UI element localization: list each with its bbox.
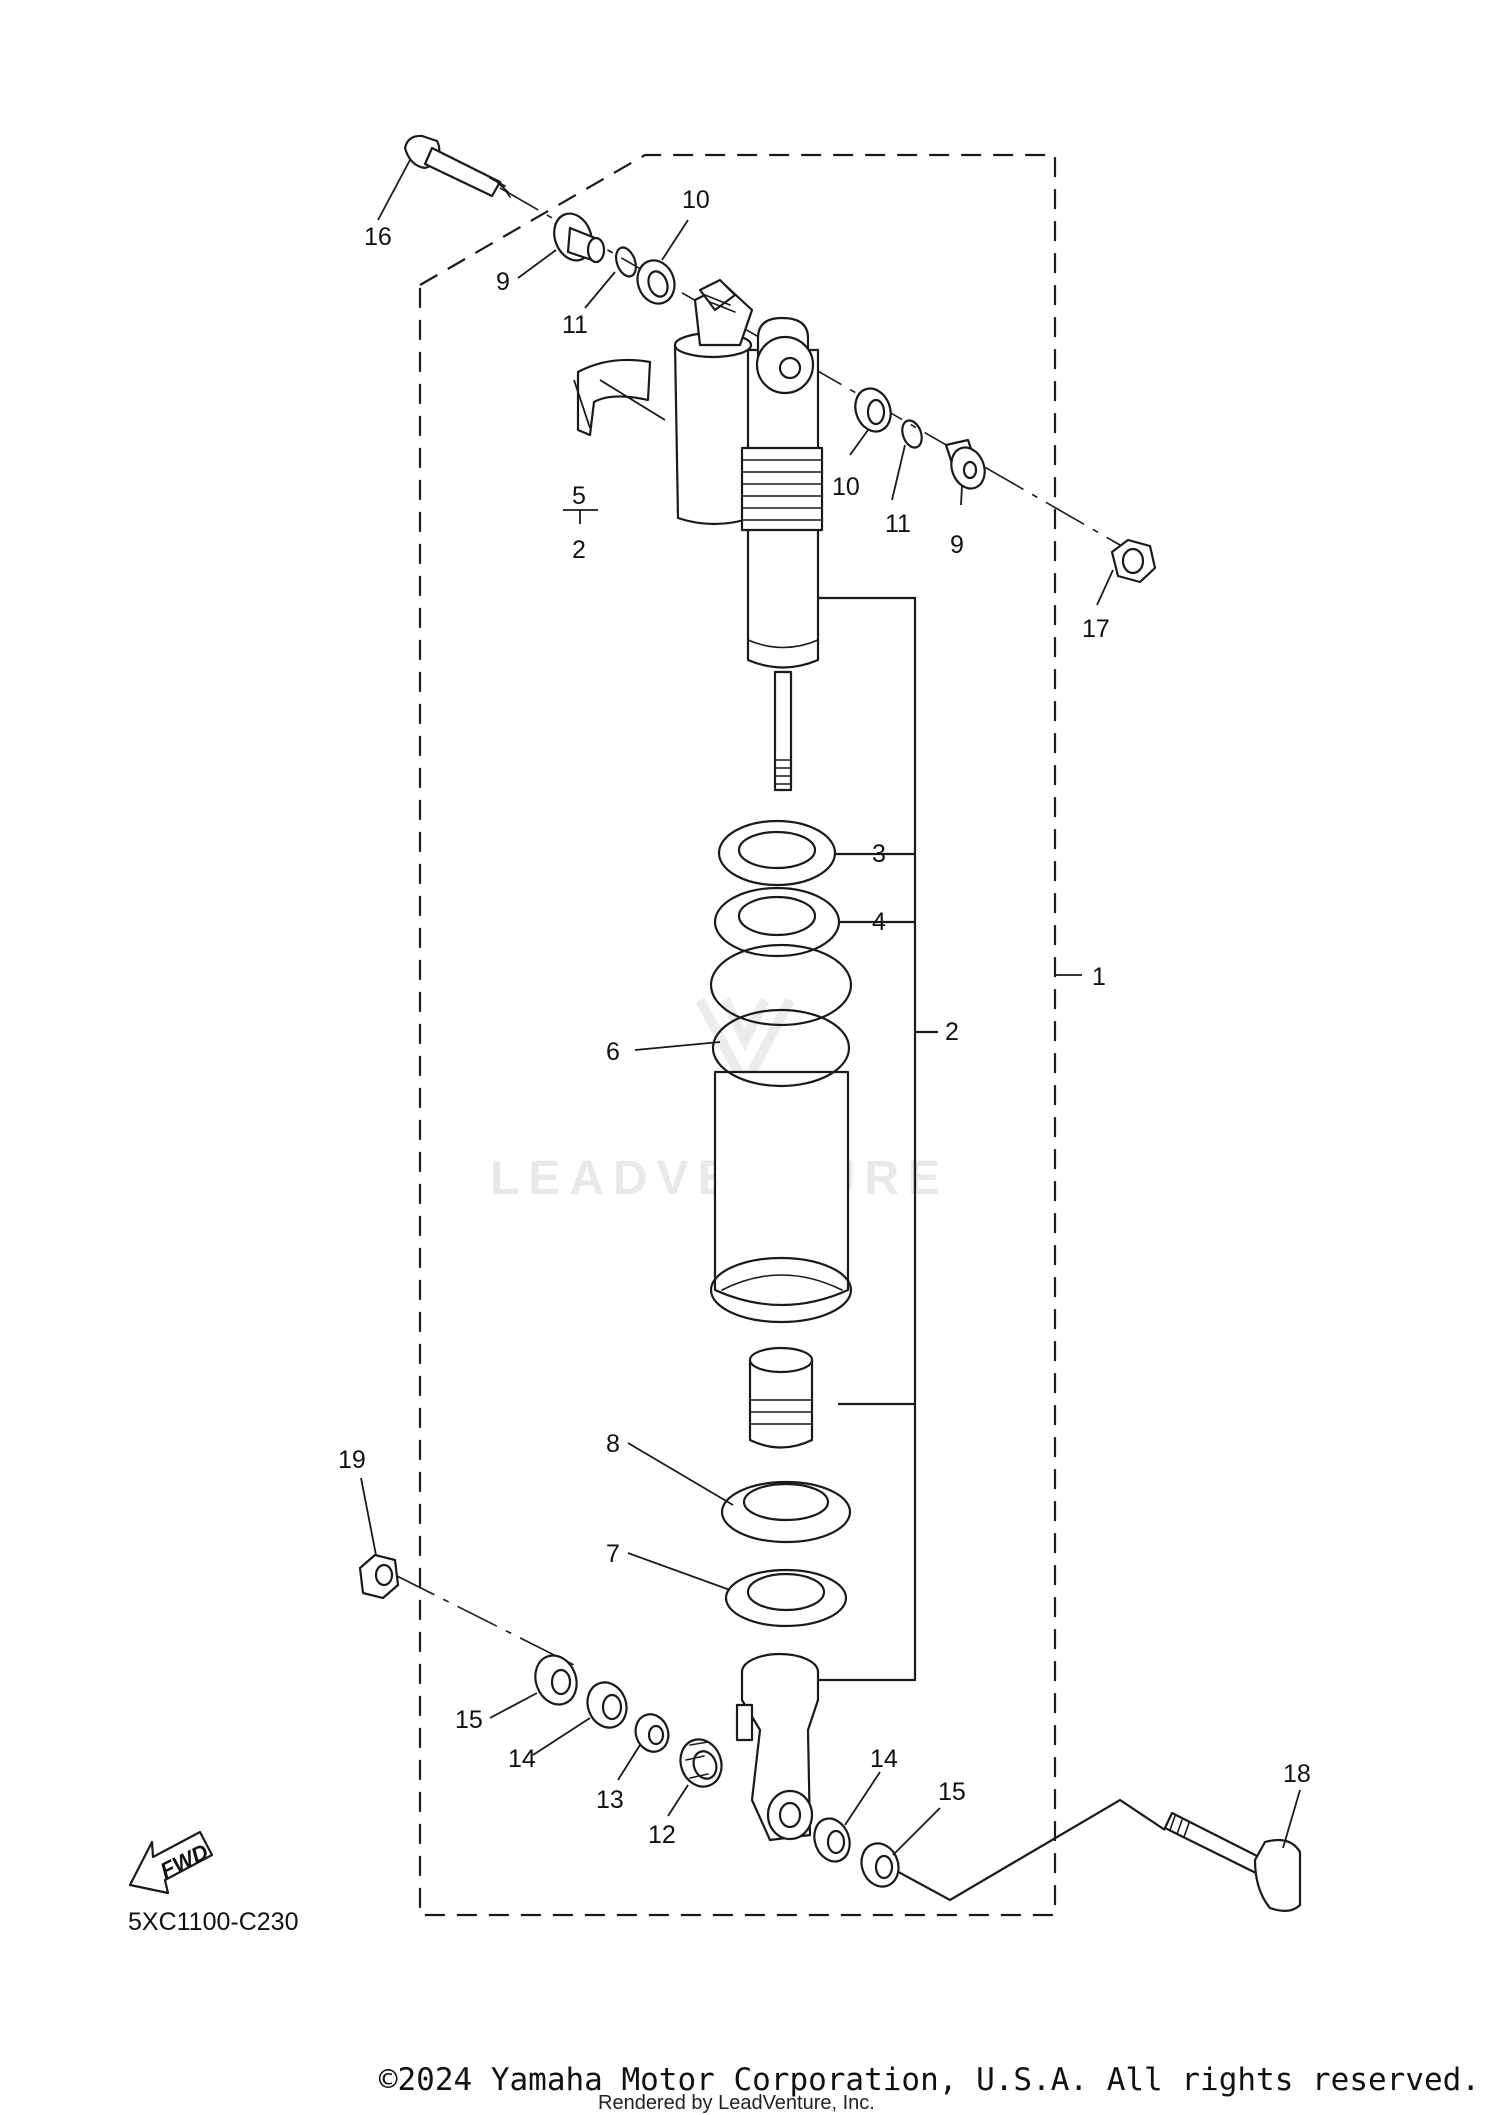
part-11-oring-right	[901, 419, 923, 449]
callout-19: 19	[338, 1446, 366, 1474]
callout-10-right: 10	[832, 473, 860, 501]
callout-14-right: 14	[870, 1745, 898, 1773]
callout-6: 6	[606, 1038, 620, 1066]
part-14-seal-right	[813, 1817, 851, 1863]
callout-13: 13	[596, 1786, 624, 1814]
callout-11-right: 11	[885, 510, 911, 538]
callout-18: 18	[1283, 1760, 1311, 1788]
bump-stop	[748, 1346, 814, 1449]
part-10-bushing-right	[854, 387, 892, 433]
callout-16: 16	[364, 223, 392, 251]
part-19-nut	[358, 1553, 400, 1600]
part-13-collar	[634, 1713, 670, 1753]
callout-15-right: 15	[938, 1778, 966, 1806]
callout-2-sub: 2	[572, 536, 586, 564]
copyright-notice: ©2024 Yamaha Motor Corporation, U.S.A. A…	[378, 2062, 1480, 2098]
callout-10-top: 10	[682, 186, 710, 214]
part-5-band	[576, 358, 652, 437]
callout-4: 4	[872, 908, 886, 936]
subassembly-bracket	[818, 596, 938, 1682]
part-11-oring-top	[615, 246, 637, 278]
callout-11-top: 11	[562, 311, 588, 339]
lower-bolt-path	[879, 1798, 1166, 1902]
callout-5: 5	[572, 482, 586, 510]
callout-14-left: 14	[508, 1745, 536, 1773]
callout-7: 7	[606, 1540, 620, 1568]
lower-bolt-centerline	[394, 1574, 581, 1669]
callout-9-right: 9	[950, 531, 964, 559]
callout-9-top: 9	[496, 268, 510, 296]
part-16-bolt	[403, 134, 511, 198]
part-3-locknut	[717, 819, 837, 887]
fwd-arrow: FWD	[128, 1830, 214, 1895]
callout-1: 1	[1092, 963, 1106, 991]
callout-17: 17	[1082, 615, 1110, 643]
part-17-nut	[1110, 538, 1157, 584]
assembly-boundary	[418, 153, 1057, 1917]
part-9-collar-top	[553, 212, 606, 264]
callouts: 1 2 2 3 4 5 6 7 8 9 9 10 10 11 11 12 13 …	[338, 186, 1311, 1849]
diagram-code: 5XC1100-C230	[128, 1908, 298, 1936]
callout-15-left: 15	[455, 1706, 483, 1734]
part-4-adjuster	[713, 886, 841, 958]
part-15-bushing-left	[534, 1654, 578, 1706]
part-15-bushing-right	[860, 1842, 900, 1888]
leader-lines	[360, 159, 1301, 1856]
part-10-bushing-top	[636, 259, 676, 305]
part-8-seat	[720, 1480, 852, 1544]
shock-body	[673, 278, 824, 792]
rendered-by: Rendered by LeadVenture, Inc.	[598, 2092, 875, 2114]
part-6-spring	[709, 943, 853, 1324]
part-12-bearing	[679, 1738, 723, 1788]
part-14-seal-left	[586, 1681, 628, 1729]
callout-3: 3	[872, 840, 886, 868]
callout-12: 12	[648, 1821, 676, 1849]
part-9-collar-right	[944, 438, 986, 490]
lower-clevis	[735, 1652, 820, 1842]
part-7-guide	[724, 1568, 848, 1628]
part-18-bolt	[1163, 1811, 1302, 1912]
callout-2-main: 2	[945, 1018, 959, 1046]
callout-8: 8	[606, 1430, 620, 1458]
